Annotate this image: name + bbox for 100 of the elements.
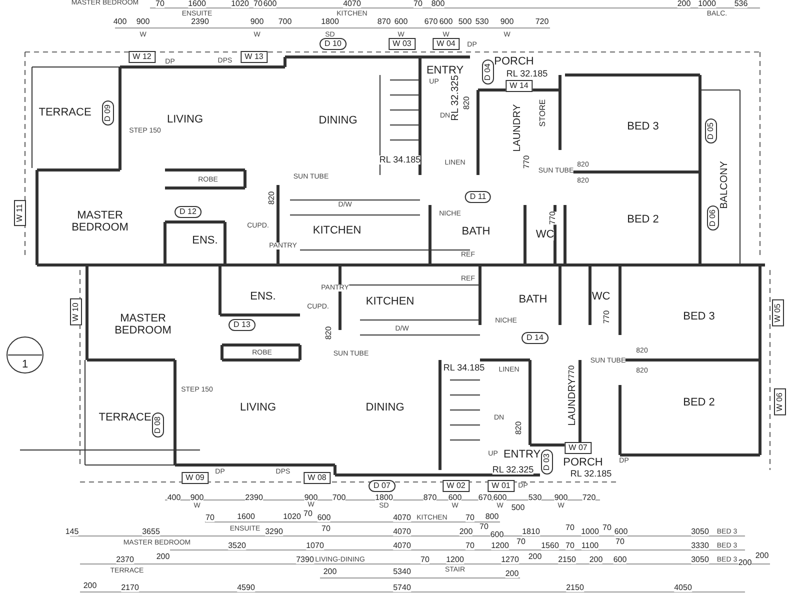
dimension-value: 4070: [393, 514, 411, 522]
dimension-value: 600: [614, 528, 628, 536]
room-label: LAUNDRY: [513, 104, 523, 152]
dimension-value: 4070: [393, 542, 411, 550]
room-label: TERRACE: [98, 412, 152, 424]
room-label: KITCHEN: [312, 226, 362, 236]
dimension-value: 600: [613, 556, 627, 564]
dimension-value: 820: [463, 96, 471, 110]
dimension-value: 70: [322, 525, 330, 533]
window-tag: W 13: [240, 51, 268, 63]
dimension-value: 70: [566, 542, 574, 550]
dimension-value: 770: [523, 155, 531, 169]
dimension-value: 600: [394, 18, 408, 26]
dimension-value: 1020: [283, 513, 301, 521]
dimension-value: 4070: [393, 528, 411, 536]
dimension-value: 2150: [566, 584, 584, 592]
door-tag: D 07: [368, 480, 396, 492]
dimension-value: 3050: [691, 556, 709, 564]
dimension-value: 1000: [698, 0, 716, 8]
dimension-value: 600: [317, 514, 331, 522]
room-label: DINING: [366, 402, 404, 414]
dimension-value: 200: [528, 553, 542, 561]
dimension-value: 536: [734, 0, 748, 8]
room-label: BATH: [518, 294, 548, 306]
dimension-value: 70: [602, 524, 612, 532]
room-label: LIVING: [240, 402, 276, 414]
dimension-value: 1200: [446, 556, 464, 564]
dimension-value: 1270: [501, 556, 519, 564]
room-label: WC: [536, 230, 554, 240]
dimension-value: 70: [156, 0, 164, 8]
window-tag: W 03: [388, 38, 416, 50]
dimension-value: 900: [190, 494, 204, 502]
window-tag: W 02: [442, 480, 470, 492]
dimension-value: 1020: [231, 0, 249, 8]
dimension-value: 4590: [237, 584, 255, 592]
dimension-value: 700: [278, 18, 292, 26]
dimension-value: 870: [423, 494, 437, 502]
level-label: RL 32.325: [492, 466, 534, 474]
room-label: BED 2: [683, 398, 715, 408]
dimension-value: 1800: [375, 494, 393, 502]
dimension-value: 670: [424, 18, 438, 26]
door-tag: D 11: [464, 191, 492, 203]
room-label: ENS.: [192, 236, 218, 246]
section-number: 1: [22, 360, 28, 370]
dimension-value: 200: [323, 568, 337, 576]
room-label: LIVING: [166, 114, 204, 126]
level-label: RL 34.185: [443, 364, 485, 372]
room-label: ENTRY: [503, 450, 541, 460]
door-tag: D 09: [102, 100, 114, 126]
dimension-value: 600: [448, 494, 462, 502]
room-label: ENS.: [250, 292, 276, 302]
dimension-value: 600: [490, 531, 504, 539]
dimension-value: 70: [304, 510, 312, 518]
dimension-value: 900: [136, 18, 150, 26]
door-tag: D 10: [320, 38, 346, 50]
dimension-value: 200: [677, 0, 691, 8]
room-label: ENTRY: [426, 66, 464, 76]
dimension-value: 70: [206, 514, 214, 522]
room-label: PORCH: [494, 56, 534, 68]
dimension-value: 700: [332, 494, 346, 502]
dimension-value: 4070: [343, 0, 361, 8]
window-tag: W 05: [772, 300, 784, 326]
window-tag: W 09: [182, 472, 208, 484]
dimension-value: 7390: [296, 556, 314, 564]
room-label: BALCONY: [720, 161, 730, 209]
window-tag: W 11: [14, 200, 26, 226]
dimension-value: 820: [325, 326, 333, 340]
dimension-value: 70: [466, 542, 474, 550]
dimension-value: 1200: [491, 542, 509, 550]
dimension-value: 500: [458, 18, 472, 26]
dimension-value: 145: [65, 528, 79, 536]
dimension-value: 870: [377, 18, 391, 26]
dimension-value: 530: [528, 494, 542, 502]
dimension-value: 500: [511, 504, 525, 512]
fixture-label: STORE: [539, 99, 547, 127]
dimension-value: 3520: [228, 542, 246, 550]
dimension-value: 670: [478, 494, 492, 502]
dimension-value: 600: [263, 0, 277, 8]
dimension-value: 1810: [522, 528, 540, 536]
dimension-value: 1600: [237, 513, 255, 521]
dimension-value: 900: [304, 494, 318, 502]
dimension-value: 1070: [306, 542, 324, 550]
room-label: KITCHEN: [366, 296, 414, 308]
dimension-value: 5740: [393, 584, 411, 592]
dimension-value: 2150: [558, 556, 576, 564]
dimension-value: 800: [485, 513, 499, 521]
dimension-value: 3050: [691, 528, 709, 536]
dimension-value: 5340: [393, 568, 411, 576]
dimension-value: 600: [493, 494, 507, 502]
window-tag: W 06: [774, 388, 786, 416]
window-tag: W 12: [128, 51, 156, 63]
room-label: BATH: [462, 226, 490, 238]
dimension-value: 2390: [245, 494, 263, 502]
dimension-value: 900: [500, 18, 514, 26]
dimension-value: 600: [439, 18, 453, 26]
room-label: TERRACE: [38, 108, 92, 118]
dimension-value: 720: [535, 18, 549, 26]
level-label: RL 32.185: [570, 470, 612, 478]
dimension-value: 770: [568, 365, 576, 379]
door-tag: D 14: [522, 332, 548, 344]
